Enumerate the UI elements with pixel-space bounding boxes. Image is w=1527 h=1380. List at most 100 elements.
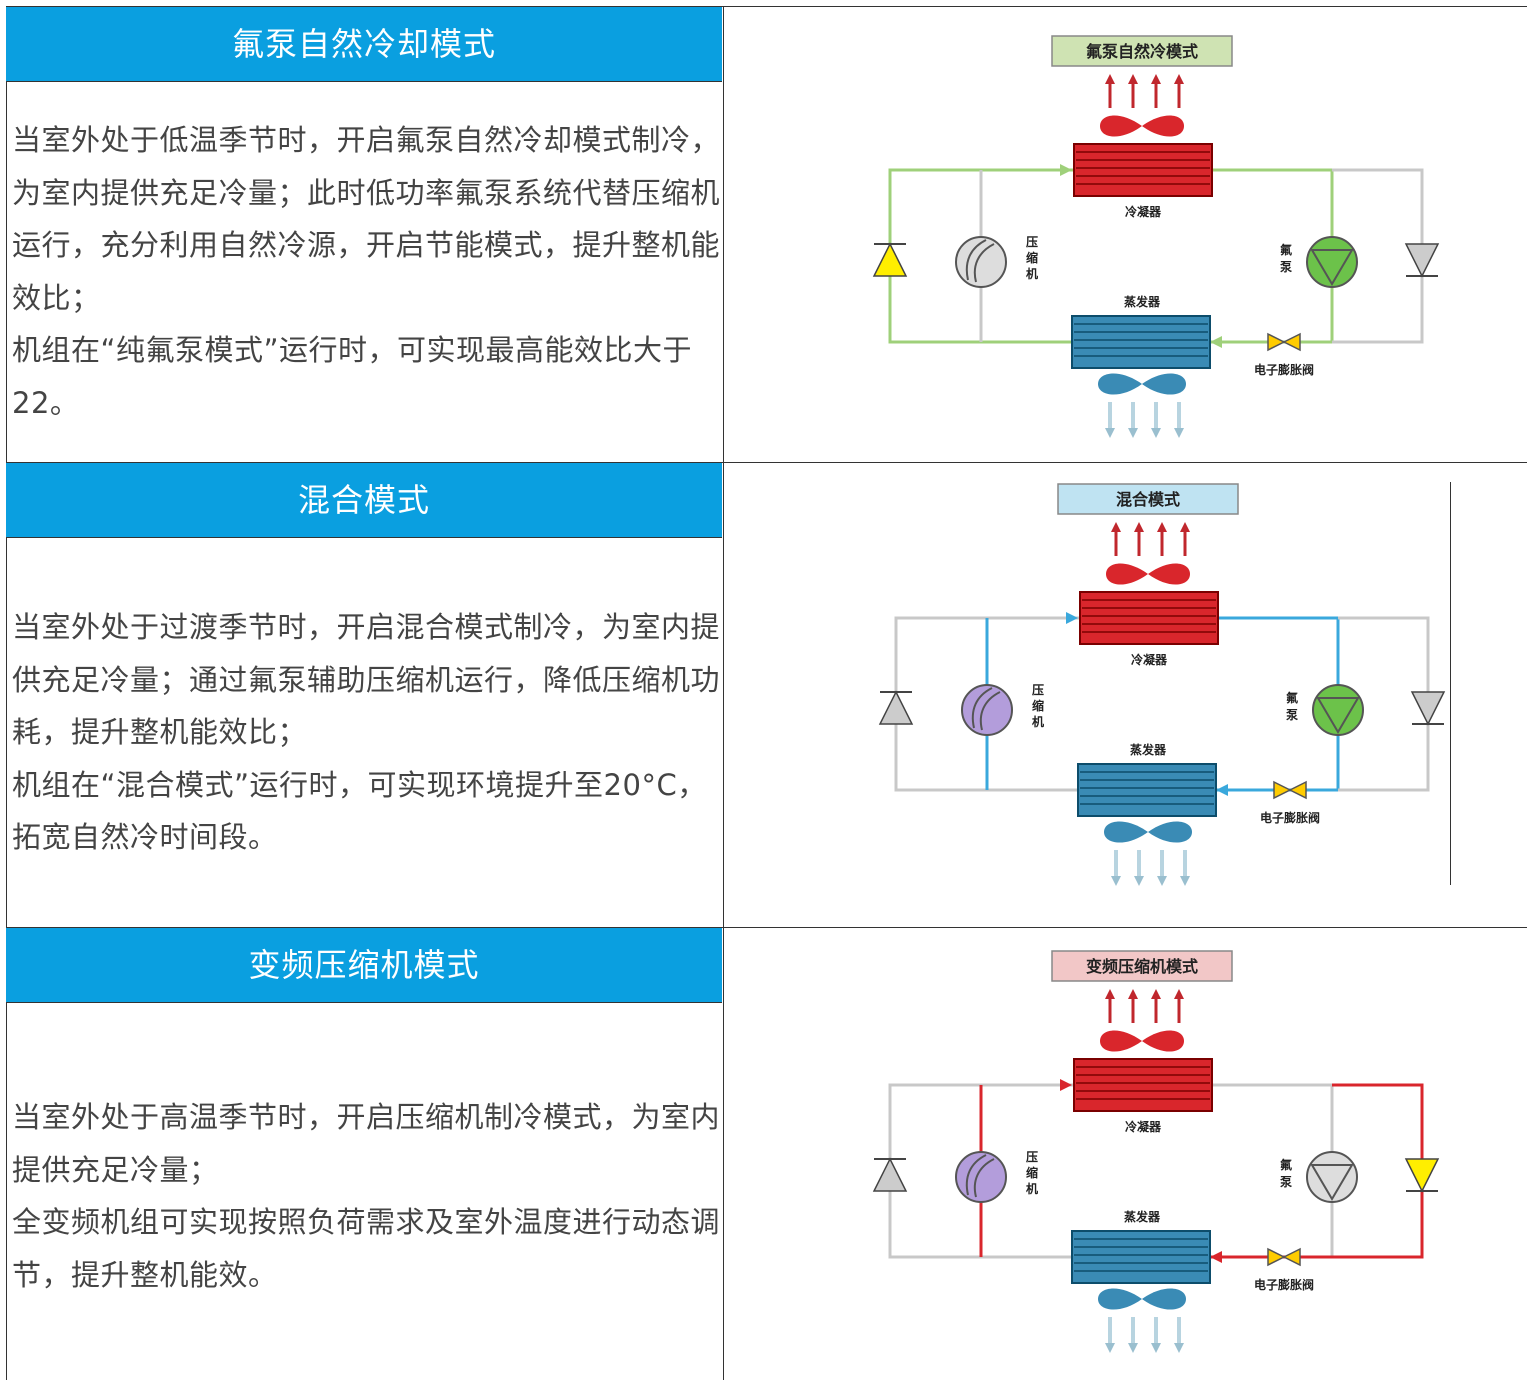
mode-description: 当室外处于过渡季节时，开启混合模式制冷，为室内提供充足冷量；通过氟泵辅助压缩机运… [12, 601, 720, 864]
airflow-arrow [1180, 850, 1190, 886]
condenser-label: 冷凝器 [1125, 204, 1162, 219]
description-paragraph: 机组在“混合模式”运行时，可实现环境提升至20°C，拓宽自然冷时间段。 [12, 767, 707, 855]
compressor-icon [955, 1151, 1007, 1203]
check-valve-icon [1410, 691, 1446, 726]
exhaust-arrow [1151, 74, 1161, 108]
mode-diagram: 变频压缩机模式 冷凝器 蒸发器 压 缩 机 [860, 945, 1440, 1365]
description-paragraph: 当室外处于低温季节时，开启氟泵自然冷却模式制冷，为室内提供充足冷量；此时低功率氟… [12, 123, 721, 315]
mode-description: 当室外处于高温季节时，开启压缩机制冷模式，为室内提供充足冷量； 全变频机组可实现… [12, 1091, 720, 1301]
diagram-title: 混合模式 [1116, 490, 1180, 509]
compressor-label: 压 [1032, 683, 1044, 697]
compressor-icon [961, 684, 1013, 736]
airflow-arrow [1157, 850, 1167, 886]
airflow-arrow [1128, 1317, 1138, 1353]
refrigeration-cycle-diagram: 氟泵自然冷模式 冷凝器 蒸发器 压 缩 机 [872, 35, 1440, 438]
mode-header-label: 氟泵自然冷却模式 [231, 25, 496, 63]
top-border [722, 6, 1527, 7]
condenser-label: 冷凝器 [1131, 652, 1168, 667]
evaporator-label: 蒸发器 [1130, 742, 1167, 757]
exhaust-arrow [1151, 989, 1161, 1023]
expansion-valve-icon [1267, 332, 1301, 352]
airflow-arrow [1128, 402, 1138, 438]
diagram-title-box [1057, 483, 1239, 515]
row-divider [722, 927, 1527, 928]
expansion-valve-icon [1273, 780, 1307, 800]
text-cell-frame [6, 927, 724, 1380]
check-valve-icon [878, 690, 914, 725]
mode-header: 变频压缩机模式 [6, 927, 722, 1003]
evaporator-fan-icon [1104, 821, 1192, 843]
check-valve-icon [872, 242, 908, 277]
compressor-icon [955, 236, 1007, 288]
check-valve-icon [1404, 1158, 1440, 1193]
exhaust-arrow [1134, 522, 1144, 556]
row-divider [722, 462, 1527, 463]
condenser-fan-icon [1100, 1030, 1184, 1052]
exhaust-arrow [1174, 74, 1184, 108]
condenser-fan-icon [1100, 115, 1184, 137]
exhaust-arrow [1174, 989, 1184, 1023]
mode-description: 当室外处于低温季节时，开启氟泵自然冷却模式制冷，为室内提供充足冷量；此时低功率氟… [12, 114, 720, 430]
expansion-valve-label: 电子膨胀阀 [1260, 810, 1320, 825]
fluorine-pump-icon [1306, 1151, 1358, 1203]
airflow-arrow [1151, 1317, 1161, 1353]
exhaust-arrow [1105, 74, 1115, 108]
pump-label: 氟 [1280, 1157, 1292, 1172]
exhaust-arrow [1157, 522, 1167, 556]
airflow-arrow [1174, 1317, 1184, 1353]
evaporator-label: 蒸发器 [1124, 1209, 1161, 1224]
diagram-title-box [1051, 950, 1233, 982]
expansion-valve-label: 电子膨胀阀 [1254, 362, 1314, 377]
expansion-valve-icon [1267, 1247, 1301, 1267]
diagram-title: 氟泵自然冷模式 [1086, 42, 1198, 61]
pump-label: 泵 [1280, 1175, 1292, 1189]
compressor-label: 缩 [1026, 250, 1038, 265]
airflow-arrow [1105, 402, 1115, 438]
airflow-arrow [1111, 850, 1121, 886]
evaporator-fan-icon [1098, 1288, 1186, 1310]
condenser-icon [1079, 591, 1219, 645]
mode-header: 氟泵自然冷却模式 [6, 6, 722, 82]
diagram-title: 变频压缩机模式 [1086, 957, 1198, 976]
exhaust-arrow [1111, 522, 1121, 556]
pump-label: 氟 [1280, 242, 1292, 257]
condenser-icon [1073, 143, 1213, 197]
compressor-label: 缩 [1026, 1165, 1038, 1180]
compressor-label: 机 [1026, 1181, 1038, 1196]
condenser-fan-icon [1106, 563, 1190, 585]
description-paragraph: 全变频机组可实现按照负荷需求及室外温度进行动态调节，提升整机能效。 [12, 1205, 721, 1292]
mode-header: 混合模式 [6, 462, 722, 538]
text-cell-frame [6, 6, 724, 462]
exhaust-arrow [1180, 522, 1190, 556]
check-valve-icon [1404, 243, 1440, 278]
condenser-icon [1073, 1058, 1213, 1112]
description-paragraph: 当室外处于过渡季节时，开启混合模式制冷，为室内提供充足冷量；通过氟泵辅助压缩机运… [12, 610, 721, 750]
compressor-label: 机 [1032, 714, 1044, 729]
fluorine-pump-icon [1306, 236, 1358, 288]
mode-header-label: 混合模式 [297, 481, 430, 519]
check-valve-icon [872, 1157, 908, 1192]
evaporator-label: 蒸发器 [1124, 294, 1161, 309]
exhaust-arrow [1128, 989, 1138, 1023]
evaporator-icon [1077, 763, 1217, 817]
description-paragraph: 机组在“纯氟泵模式”运行时，可实现最高能效比大于 22。 [12, 333, 693, 420]
diagram-border-line [1450, 482, 1451, 885]
pump-label: 氟 [1286, 690, 1298, 705]
expansion-valve-label: 电子膨胀阀 [1254, 1277, 1314, 1292]
evaporator-icon [1071, 315, 1211, 369]
mode-diagram: 混合模式 冷凝器 蒸发器 压 缩 机 [866, 478, 1446, 898]
fluorine-pump-icon [1312, 684, 1364, 736]
airflow-arrow [1105, 1317, 1115, 1353]
compressor-label: 压 [1026, 235, 1038, 249]
evaporator-icon [1071, 1230, 1211, 1284]
description-paragraph: 当室外处于高温季节时，开启压缩机制冷模式，为室内提供充足冷量； [12, 1100, 721, 1187]
pump-label: 泵 [1286, 708, 1298, 722]
mode-header-label: 变频压缩机模式 [248, 946, 480, 984]
airflow-arrow [1134, 850, 1144, 886]
exhaust-arrow [1128, 74, 1138, 108]
text-cell-frame [6, 462, 724, 927]
diagram-title-box [1051, 35, 1233, 67]
mode-diagram: 氟泵自然冷模式 冷凝器 蒸发器 压 缩 机 [860, 30, 1440, 450]
compressor-label: 压 [1026, 1150, 1038, 1164]
compressor-label: 缩 [1032, 698, 1044, 713]
